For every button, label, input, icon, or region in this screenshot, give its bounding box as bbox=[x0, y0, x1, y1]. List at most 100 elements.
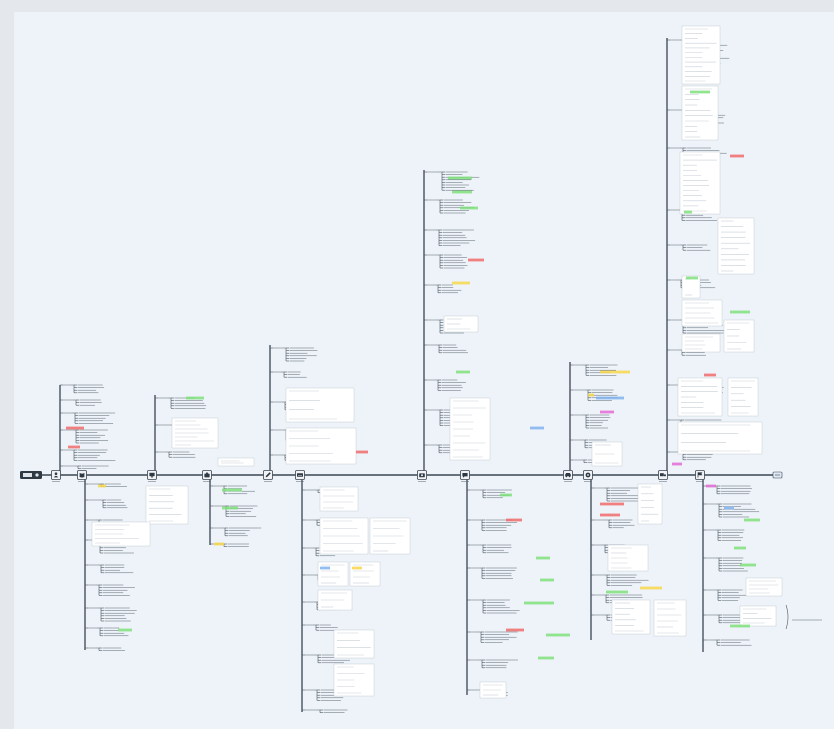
keyboard-icon bbox=[297, 473, 303, 477]
thumbnail-card bbox=[681, 25, 721, 85]
thumbnail-card bbox=[681, 333, 721, 353]
thumbnail-card bbox=[611, 599, 651, 635]
settings-icon-hole bbox=[587, 474, 589, 476]
highlight-tag bbox=[214, 542, 224, 546]
thumbnail-layer bbox=[91, 25, 783, 699]
highlight-tag bbox=[744, 518, 760, 522]
highlight-tag bbox=[684, 210, 692, 214]
pen-icon bbox=[265, 472, 271, 478]
highlight-tag bbox=[600, 513, 620, 517]
hub-node[interactable] bbox=[417, 470, 427, 482]
highlight-tag bbox=[448, 176, 472, 180]
thumbnail-card bbox=[217, 457, 255, 467]
thumbnail-card bbox=[285, 387, 355, 423]
thumbnail-card bbox=[739, 605, 777, 627]
briefcase-icon bbox=[204, 472, 210, 478]
hub-node[interactable] bbox=[563, 470, 573, 482]
truck-icon-cab bbox=[663, 474, 666, 477]
highlight-tag bbox=[640, 586, 662, 590]
hub-node[interactable] bbox=[147, 470, 157, 482]
highlight-layer bbox=[66, 90, 760, 660]
thumbnail-card bbox=[319, 486, 359, 512]
thumbnail-card bbox=[717, 217, 755, 275]
keyboard-icon-body bbox=[297, 473, 303, 477]
bracket-connector bbox=[785, 604, 789, 630]
hub-node[interactable] bbox=[263, 470, 273, 482]
monitor-icon bbox=[149, 472, 155, 478]
root-node[interactable] bbox=[20, 471, 42, 479]
hub-node[interactable] bbox=[658, 470, 668, 482]
highlight-tag bbox=[98, 484, 106, 488]
highlight-tag bbox=[730, 624, 750, 628]
car-icon-wheel bbox=[568, 475, 571, 478]
highlight-tag bbox=[730, 310, 750, 314]
highlight-tag bbox=[538, 656, 554, 660]
hub-node[interactable] bbox=[77, 470, 87, 482]
hub-node[interactable] bbox=[295, 470, 305, 482]
book-icon bbox=[79, 473, 85, 478]
highlight-tag bbox=[320, 566, 330, 570]
highlight-tag bbox=[724, 506, 734, 510]
hub-node[interactable] bbox=[583, 470, 593, 482]
highlight-tag bbox=[468, 258, 484, 262]
car-icon-body bbox=[565, 473, 571, 477]
camera-icon bbox=[419, 473, 425, 478]
monitor-icon-stand bbox=[151, 476, 153, 478]
thumbnail-card bbox=[145, 485, 189, 525]
highlight-tag bbox=[606, 590, 628, 594]
hub-node[interactable] bbox=[202, 470, 212, 482]
thumbnail-card bbox=[727, 377, 759, 417]
thumbnail-card bbox=[333, 629, 375, 659]
highlight-tag bbox=[524, 601, 554, 605]
end-node[interactable] bbox=[772, 471, 783, 479]
highlight-tag bbox=[540, 578, 554, 582]
highlight-tag bbox=[588, 393, 594, 397]
chat-icon bbox=[462, 473, 468, 478]
car-icon bbox=[565, 473, 571, 478]
highlight-tag bbox=[530, 426, 544, 430]
highlight-tag bbox=[690, 90, 710, 94]
highlight-tag bbox=[704, 373, 716, 377]
thumbnail-card bbox=[317, 561, 349, 587]
flag-icon-cloth bbox=[698, 472, 703, 476]
highlight-tag bbox=[352, 566, 362, 570]
highlight-tag bbox=[356, 450, 368, 454]
thumbnail-card bbox=[637, 483, 663, 525]
monitor-icon-screen bbox=[149, 472, 155, 477]
highlight-tag bbox=[734, 546, 746, 550]
highlight-tag bbox=[68, 445, 80, 449]
thumbnail-card bbox=[679, 151, 721, 215]
highlight-tag bbox=[186, 396, 204, 400]
camera-icon-lens bbox=[421, 474, 423, 477]
chat-icon-bubble bbox=[462, 473, 468, 478]
highlight-tag bbox=[500, 493, 512, 497]
briefcase-icon-handle bbox=[206, 472, 208, 474]
highlight-tag bbox=[686, 276, 698, 280]
pen-icon-shape bbox=[265, 472, 271, 478]
thumbnail-card bbox=[681, 275, 701, 299]
flag-icon bbox=[697, 472, 703, 478]
highlight-tag bbox=[222, 506, 238, 510]
thumbnail-card bbox=[443, 315, 479, 333]
hub-node[interactable] bbox=[695, 470, 705, 482]
book-icon-shape bbox=[79, 473, 85, 478]
highlight-tag bbox=[546, 633, 570, 637]
highlight-tag bbox=[600, 370, 630, 374]
highlight-tag bbox=[536, 556, 550, 560]
truck-icon-cargo bbox=[660, 473, 664, 477]
hub-layer[interactable] bbox=[51, 470, 705, 482]
hub-node[interactable] bbox=[51, 470, 61, 482]
highlight-tag bbox=[118, 628, 132, 632]
highlight-tag bbox=[460, 206, 478, 210]
briefcase-icon-body bbox=[204, 473, 210, 478]
truck-icon bbox=[660, 473, 666, 477]
person-icon-head bbox=[54, 472, 58, 476]
thumbnail-card bbox=[653, 599, 687, 637]
hub-node[interactable] bbox=[460, 470, 470, 482]
highlight-tag bbox=[706, 484, 716, 488]
settings-icon bbox=[585, 472, 591, 478]
thumbnail-card bbox=[349, 561, 381, 587]
highlight-tag bbox=[730, 154, 744, 158]
highlight-tag bbox=[600, 410, 614, 414]
